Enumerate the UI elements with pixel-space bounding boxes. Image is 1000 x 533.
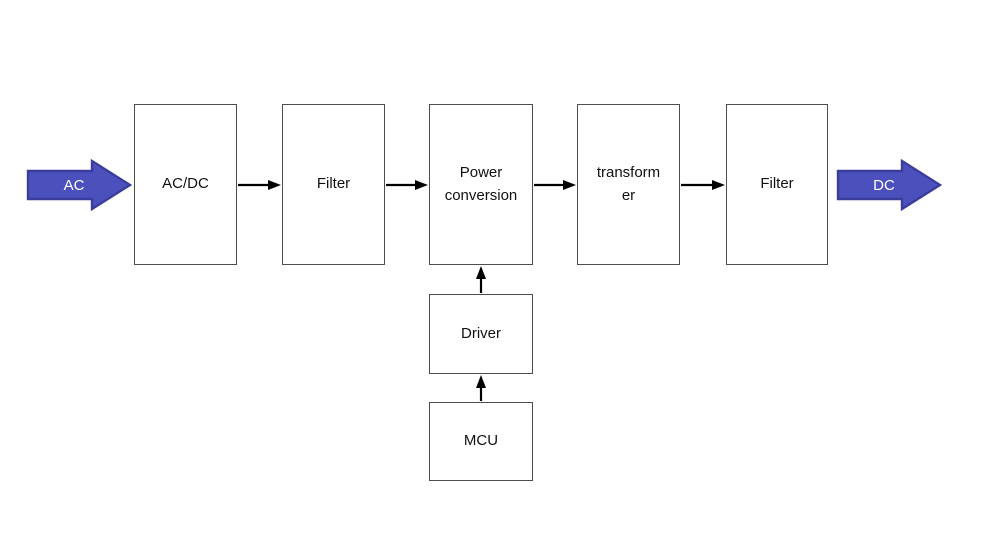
ac-input-arrow-label: AC	[64, 177, 85, 194]
connector-driver-to-power	[476, 266, 486, 293]
box-filter-1: Filter	[282, 104, 385, 265]
ac-input-arrow: AC	[26, 159, 132, 211]
box-filter-2: Filter	[726, 104, 828, 265]
box-ac-dc-label: AC/DC	[162, 175, 209, 193]
box-transformer: transform er	[577, 104, 680, 265]
arrowhead-icon	[563, 180, 576, 190]
connector-transformer-to-filter2	[681, 180, 725, 190]
box-mcu-label: MCU	[463, 432, 499, 450]
box-filter-1-label: Filter	[316, 175, 351, 193]
box-driver: Driver	[429, 294, 533, 374]
box-driver-label: Driver	[461, 324, 501, 342]
box-transformer-label: transform er	[596, 164, 661, 204]
arrowhead-icon	[476, 375, 486, 388]
dc-output-arrow: DC	[836, 159, 942, 211]
arrowhead-icon	[268, 180, 281, 190]
box-ac-dc: AC/DC	[134, 104, 237, 265]
arrowhead-icon	[415, 180, 428, 190]
arrowhead-icon	[712, 180, 725, 190]
arrowhead-icon	[476, 266, 486, 279]
connector-filter1-to-power	[386, 180, 428, 190]
connector-acdc-to-filter1	[238, 180, 281, 190]
block-arrow-shape	[836, 159, 942, 211]
dc-output-arrow-label: DC	[873, 177, 895, 194]
connector-mcu-to-driver	[476, 375, 486, 401]
connector-power-to-transformer	[534, 180, 576, 190]
box-power-conversion: Power conversion	[429, 104, 533, 265]
box-power-conversion-label: Power conversion	[444, 164, 518, 204]
box-filter-2-label: Filter	[760, 175, 794, 193]
box-mcu: MCU	[429, 402, 533, 481]
block-arrow-shape	[26, 159, 132, 211]
